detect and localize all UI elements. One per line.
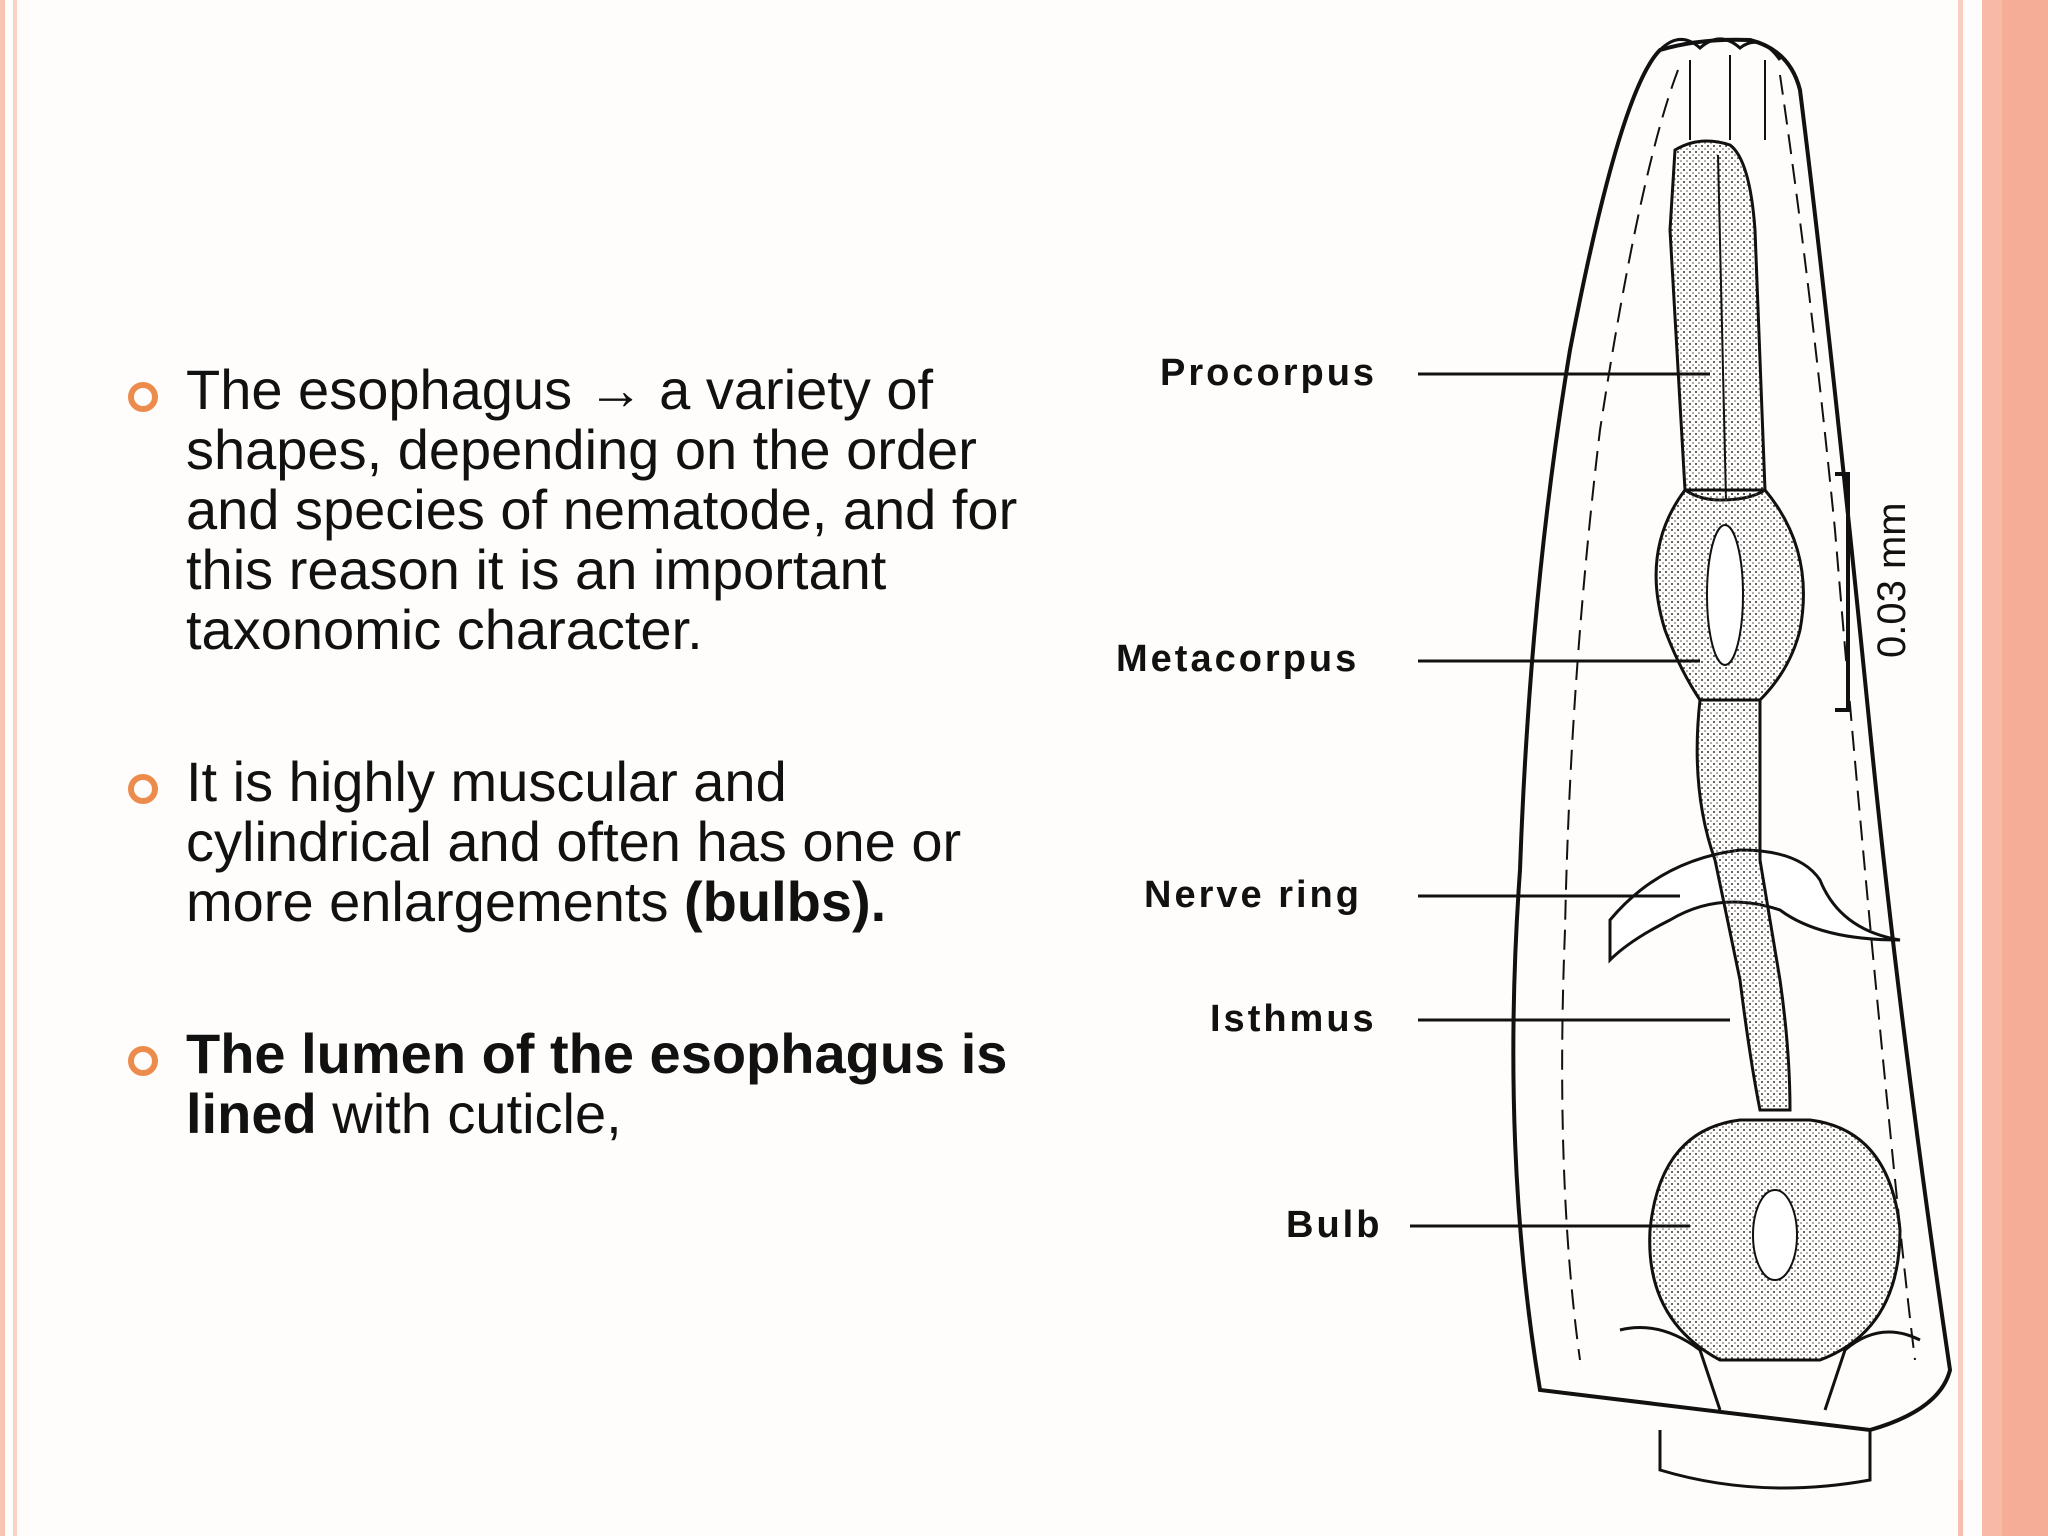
- bullet-list: The esophagus → a variety of shapes, dep…: [120, 360, 1040, 1144]
- bullet-item: The lumen of the esophagus is lined with…: [120, 1024, 1040, 1144]
- scale-label: 0.03 mm: [1870, 502, 1914, 658]
- bullet-bold-text: (bulbs).: [684, 870, 887, 933]
- bullet-text: with cuticle,: [316, 1082, 622, 1145]
- body-outline: [1511, 37, 1953, 1433]
- procorpus-shape: [1668, 139, 1767, 502]
- inner-cuticle: [1561, 69, 1679, 1361]
- bullet-bold-text: The lumen of the esophagus is lined: [186, 1022, 1008, 1145]
- right-border-stripe-accent: [1958, 1480, 1963, 1536]
- bulb-label: Bulb: [1286, 1204, 1383, 1246]
- procorpus-label: Procorpus: [1160, 352, 1378, 394]
- bullet-ring-icon: [128, 1046, 158, 1076]
- bullet-ring-icon: [128, 382, 158, 412]
- bullet-item: It is highly muscular and cylindrical an…: [120, 752, 1040, 932]
- nematode-illustration: [1410, 37, 1953, 1490]
- isthmus-shape: [1695, 698, 1792, 1112]
- bullet-item: The esophagus → a variety of shapes, dep…: [120, 360, 1040, 660]
- scale-bar: [1835, 472, 1850, 712]
- bullet-text: The esophagus → a variety of shapes, dep…: [186, 358, 1018, 661]
- right-border-band-dark: [2002, 0, 2048, 1536]
- bullet-ring-icon: [128, 774, 158, 804]
- left-border-stripe-inner: [13, 0, 17, 1536]
- bullet-text: It is highly muscular and cylindrical an…: [186, 750, 962, 933]
- metacorpus-label: Metacorpus: [1116, 638, 1360, 680]
- left-border-stripe: [0, 0, 5, 1536]
- nerve-ring-label: Nerve ring: [1144, 874, 1362, 916]
- right-border-stripe-thin: [1958, 0, 1963, 1536]
- isthmus-label: Isthmus: [1210, 998, 1377, 1040]
- esophagus-diagram: Procorpus Metacorpus Nerve ring Isthmus …: [1100, 30, 1980, 1510]
